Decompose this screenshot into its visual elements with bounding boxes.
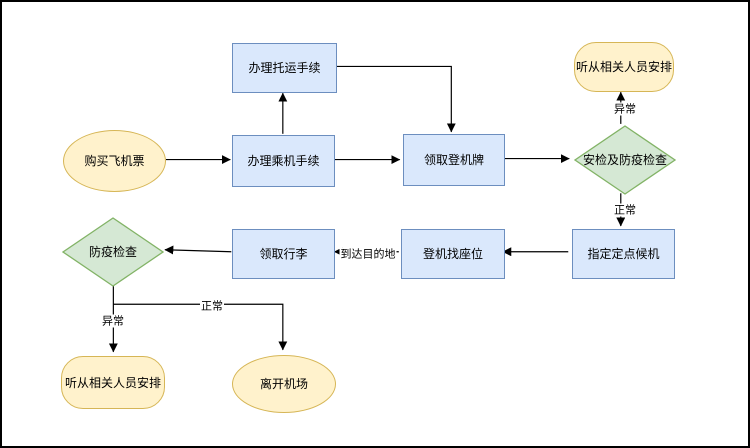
edge-label-quarantine-check-to-leave-airport: 正常	[200, 299, 224, 313]
node-label-security-check: 安检及防疫检查	[582, 153, 667, 167]
node-label-leave-airport: 离开机场	[259, 377, 308, 391]
node-leave-airport[interactable]: 离开机场	[232, 355, 336, 413]
diamond-shape	[574, 125, 676, 195]
node-wait-at-gate[interactable]: 指定定点候机	[572, 229, 675, 279]
node-security-check[interactable]: 安检及防疫检查	[574, 125, 676, 195]
node-label-follow-staff-top: 听从相关人员安排	[576, 60, 673, 74]
node-board-find-seat[interactable]: 登机找座位	[401, 229, 505, 279]
node-buy-ticket[interactable]: 购买飞机票	[63, 130, 166, 192]
diamond-shape	[62, 217, 164, 287]
node-get-boarding-pass[interactable]: 领取登机牌	[403, 134, 505, 186]
node-label-get-boarding-pass: 领取登机牌	[423, 153, 484, 167]
edge-label-security-check-to-follow-staff-top: 异常	[613, 102, 637, 116]
node-label-board-find-seat: 登机找座位	[422, 247, 483, 261]
flow-edge-collect-luggage-to-quarantine-check	[164, 245, 232, 255]
edge-label-security-check-to-wait-at-gate: 正常	[613, 203, 637, 217]
node-label-follow-staff-bottom: 听从相关人员安排	[64, 375, 161, 390]
flow-edge-baggage-checkin-to-get-boarding-pass	[335, 65, 456, 133]
node-follow-staff-bottom[interactable]: 听从相关人员安排	[61, 356, 165, 409]
flow-edge-quarantine-check-to-leave-airport	[113, 303, 288, 351]
node-collect-luggage[interactable]: 领取行李	[232, 229, 335, 279]
node-follow-staff-top[interactable]: 听从相关人员安排	[574, 42, 674, 92]
node-quarantine-check[interactable]: 防疫检查	[62, 217, 164, 287]
node-baggage-checkin[interactable]: 办理托运手续	[232, 43, 337, 93]
node-label-baggage-checkin: 办理托运手续	[248, 61, 321, 75]
edge-label-board-find-seat-to-collect-luggage: 到达目的地	[339, 247, 397, 261]
node-flight-checkin[interactable]: 办理乘机手续	[232, 135, 335, 187]
node-label-wait-at-gate: 指定定点候机	[587, 247, 660, 261]
node-label-buy-ticket: 购买飞机票	[84, 154, 145, 168]
node-label-collect-luggage: 领取行李	[259, 247, 308, 261]
node-label-flight-checkin: 办理乘机手续	[247, 154, 320, 168]
edge-label-quarantine-check-to-follow-staff-bottom: 异常	[101, 314, 125, 328]
node-label-quarantine-check: 防疫检查	[88, 245, 137, 259]
